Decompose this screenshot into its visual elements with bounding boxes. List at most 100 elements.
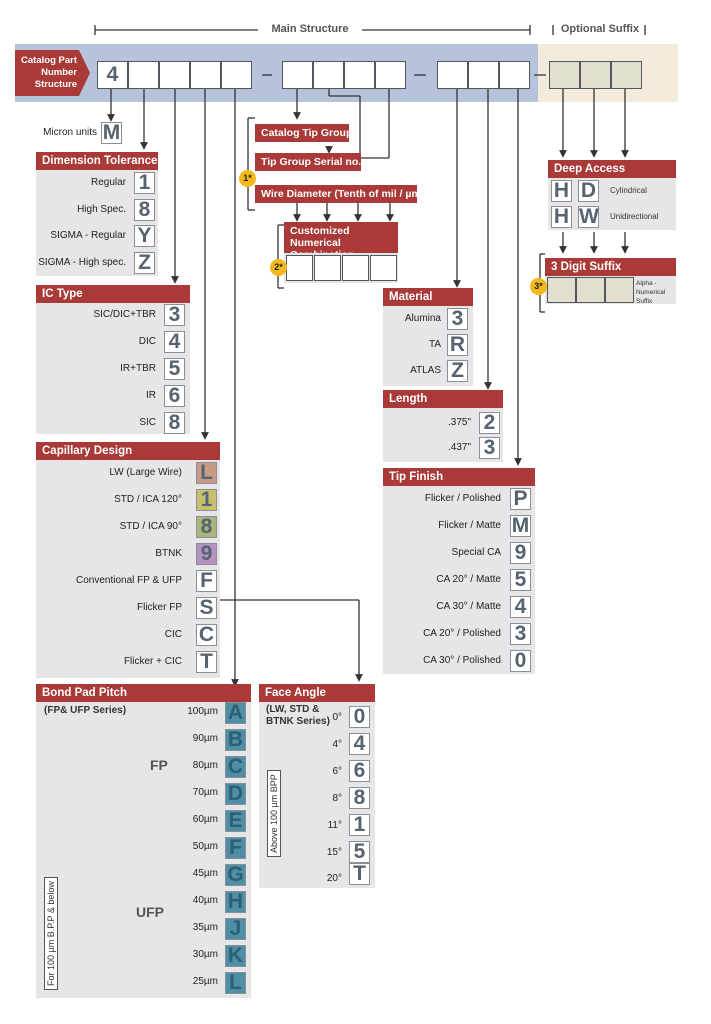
ic-type-code-6: 6 xyxy=(164,385,185,407)
tip-finish-code-3: 3 xyxy=(510,623,531,645)
capillary-code-lw: L xyxy=(196,462,217,484)
part-digit-12 xyxy=(499,61,530,89)
bond-pad-pitch-title: Bond Pad Pitch xyxy=(36,684,251,702)
face-angle-title: Face Angle xyxy=(259,684,375,702)
face-angle-code-8: 8 xyxy=(349,787,370,809)
catalog-part-number-label: Catalog Part Number Structure xyxy=(15,50,90,96)
part-digit-4 xyxy=(190,61,221,89)
tip-finish-code-5: 5 xyxy=(510,569,531,591)
suffix-digit-1 xyxy=(549,61,580,89)
footnote-badge-1: 1* xyxy=(239,170,256,187)
ic-type-code-4: 4 xyxy=(164,331,185,353)
face-angle-code-t: T xyxy=(349,863,370,885)
ic-type-code-8: 8 xyxy=(164,412,185,434)
bond-pad-pitch-subtitle: (FP& UFP Series) xyxy=(44,705,127,716)
footnote-badge-3: 3* xyxy=(530,278,547,295)
face-angle-panel: (LW, STD & BTNK Series) Above 100 µm BPP… xyxy=(259,702,375,888)
suffix-box-3 xyxy=(605,277,634,303)
material-code-ta: R xyxy=(447,334,468,356)
capillary-code-std-90: 8 xyxy=(196,516,217,538)
bond-pad-code-g: G xyxy=(225,864,246,886)
micron-units-label: Micron units xyxy=(43,127,97,138)
bond-pad-code-e: E xyxy=(225,810,246,832)
tip-group-serial-label: Tip Group Serial no. xyxy=(255,153,361,171)
face-angle-code-1: 1 xyxy=(349,814,370,836)
custom-digit-1 xyxy=(286,255,313,281)
dim-tol-code-high-spec: 8 xyxy=(134,199,155,221)
tip-finish-panel: Flicker / Polished P Flicker / Matte M S… xyxy=(383,486,535,674)
part-digit-2 xyxy=(128,61,159,89)
part-digit-8 xyxy=(344,61,375,89)
deep-access-panel: H D Cylindrical H W Unidirectional xyxy=(548,178,676,230)
tip-finish-code-p: P xyxy=(510,488,531,510)
length-title: Length xyxy=(383,390,503,408)
tip-finish-code-9: 9 xyxy=(510,542,531,564)
dim-tol-code-regular: 1 xyxy=(134,172,155,194)
bond-pad-code-j: J xyxy=(225,918,246,940)
deep-access-cylindrical-label: Cylindrical xyxy=(610,186,647,195)
deep-access-code-h1: H xyxy=(551,180,572,202)
customized-numerical-label: Customized Numerical Combination xyxy=(284,222,398,261)
dim-tol-code-sigma-regular: Y xyxy=(134,225,155,247)
deep-access-code-w: W xyxy=(578,205,599,228)
suffix-box-2 xyxy=(576,277,605,303)
material-code-atlas: Z xyxy=(447,360,468,382)
optional-suffix-label: Optional Suffix xyxy=(560,23,640,35)
material-panel: Alumina 3 TA R ATLAS Z xyxy=(383,306,473,386)
length-code-437: 3 xyxy=(479,437,500,459)
material-code-alumina: 3 xyxy=(447,308,468,330)
capillary-code-btnk: 9 xyxy=(196,543,217,565)
face-angle-code-4: 4 xyxy=(349,733,370,755)
wire-diameter-label: Wire Diameter (Tenth of mil / µm) xyxy=(255,185,424,203)
ic-type-title: IC Type xyxy=(36,285,190,303)
capillary-code-flicker-cic: T xyxy=(196,651,217,673)
digit-suffix-panel: Alpha - Numerical Suffix xyxy=(545,276,676,305)
suffix-box-1 xyxy=(547,277,576,303)
part-digit-3 xyxy=(159,61,190,89)
footnote-badge-2: 2* xyxy=(270,259,287,276)
suffix-digit-3 xyxy=(611,61,642,89)
bond-pad-code-h: H xyxy=(225,891,246,913)
ic-type-panel: SIC/DIC+TBR 3 DIC 4 IR+TBR 5 IR 6 SIC 8 xyxy=(36,303,190,434)
bond-pad-code-l: L xyxy=(225,972,246,994)
tip-finish-code-0: 0 xyxy=(510,650,531,672)
ic-type-code-5: 5 xyxy=(164,358,185,380)
capillary-design-title: Capillary Design xyxy=(36,442,220,460)
digit-suffix-note: Alpha - Numerical Suffix xyxy=(636,280,666,305)
capillary-code-conventional: F xyxy=(196,570,217,592)
length-code-375: 2 xyxy=(479,412,500,434)
ufp-group-label: UFP xyxy=(136,904,164,920)
capillary-code-cic: C xyxy=(196,624,217,646)
digit-suffix-title: 3 Digit Suffix xyxy=(545,258,676,276)
catalog-tip-group-label: Catalog Tip Group xyxy=(255,124,352,142)
suffix-digit-2 xyxy=(580,61,611,89)
bond-pad-code-b: B xyxy=(225,729,246,751)
dim-tol-code-sigma-high: Z xyxy=(134,252,155,274)
face-angle-side-note: Above 100 µm BPP xyxy=(267,770,281,857)
deep-access-code-h2: H xyxy=(551,206,572,228)
bond-pad-pitch-panel: (FP& UFP Series) FP UFP For 100 µm B.P.P… xyxy=(36,702,251,998)
face-angle-subtitle: (LW, STD & BTNK Series) xyxy=(266,704,330,727)
tip-finish-code-4: 4 xyxy=(510,596,531,618)
deep-access-code-d: D xyxy=(578,180,599,202)
face-angle-code-5: 5 xyxy=(349,841,370,863)
fp-group-label: FP xyxy=(150,757,168,773)
bond-pad-code-d: D xyxy=(225,783,246,805)
deep-access-unidirectional-label: Unidirectional xyxy=(610,212,659,221)
capillary-design-panel: LW (Large Wire) L STD / ICA 120° 1 STD /… xyxy=(36,460,220,678)
custom-digit-4 xyxy=(370,255,397,281)
custom-digit-2 xyxy=(314,255,341,281)
capillary-code-flicker-fp: S xyxy=(196,597,217,619)
bond-pad-code-k: K xyxy=(225,945,246,967)
tip-finish-title: Tip Finish xyxy=(383,468,535,486)
part-digit-5 xyxy=(221,61,252,89)
ic-type-code-3: 3 xyxy=(164,304,185,326)
tip-finish-code-m: M xyxy=(510,514,531,537)
micron-units-code: M xyxy=(101,121,122,144)
part-digit-6 xyxy=(282,61,313,89)
part-digit-10 xyxy=(437,61,468,89)
dimension-tolerances-panel: Regular 1 High Spec. 8 SIGMA - Regular Y… xyxy=(36,170,158,276)
main-structure-label: Main Structure xyxy=(271,23,349,35)
face-angle-code-0: 0 xyxy=(349,706,370,728)
